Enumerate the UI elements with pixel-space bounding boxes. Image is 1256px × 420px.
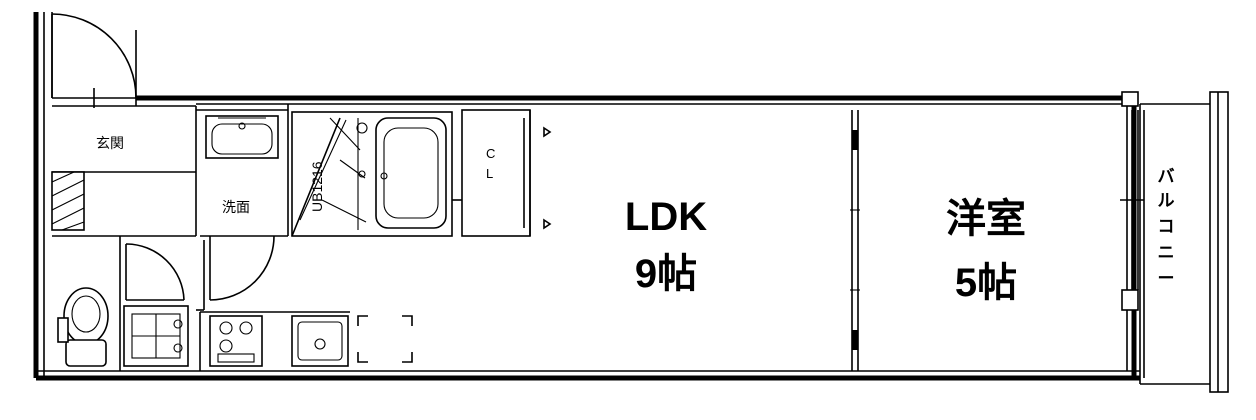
balcony-char: コ [1158,217,1175,236]
entrance-door [51,13,196,108]
closet-area [452,109,552,237]
genkan-label: 玄関 [96,135,124,151]
balcony-char: ル [1158,191,1175,210]
balcony-window [1131,110,1139,290]
closet-label-c: C [486,146,495,161]
wash-basin-icon [205,115,279,159]
senmen-label: 洗面 [222,199,250,215]
ldk-name: LDK [625,195,707,239]
kitchen-area [199,311,413,371]
kitchen-sink-icon [291,315,349,367]
unit-bath-area: UB1216 [291,111,453,237]
ldk-size: 9帖 [635,252,697,296]
balcony-label: バ ル コ ニ ー [1158,167,1175,288]
sliding-partition [850,110,860,371]
stove-icon [209,315,263,367]
fridge-space-icon [357,315,413,363]
outer-walls [33,12,1140,381]
senmen-area [196,104,289,311]
bathtub-icon [356,117,447,229]
genkan-area [51,106,197,236]
toilet-icon [57,287,109,367]
toilet-area [52,235,196,371]
balcony-char: バ [1158,167,1175,186]
ub-label: UB1216 [309,161,325,212]
yoshitsu-size: 5帖 [955,261,1017,305]
closet-label-l: L [486,166,493,181]
yoshitsu-name: 洋室 [946,197,1026,241]
balcony-char: ニ [1158,243,1175,262]
washer-space-icon [123,305,189,367]
balcony-char: ー [1158,269,1175,288]
balcony-area [1120,91,1229,393]
